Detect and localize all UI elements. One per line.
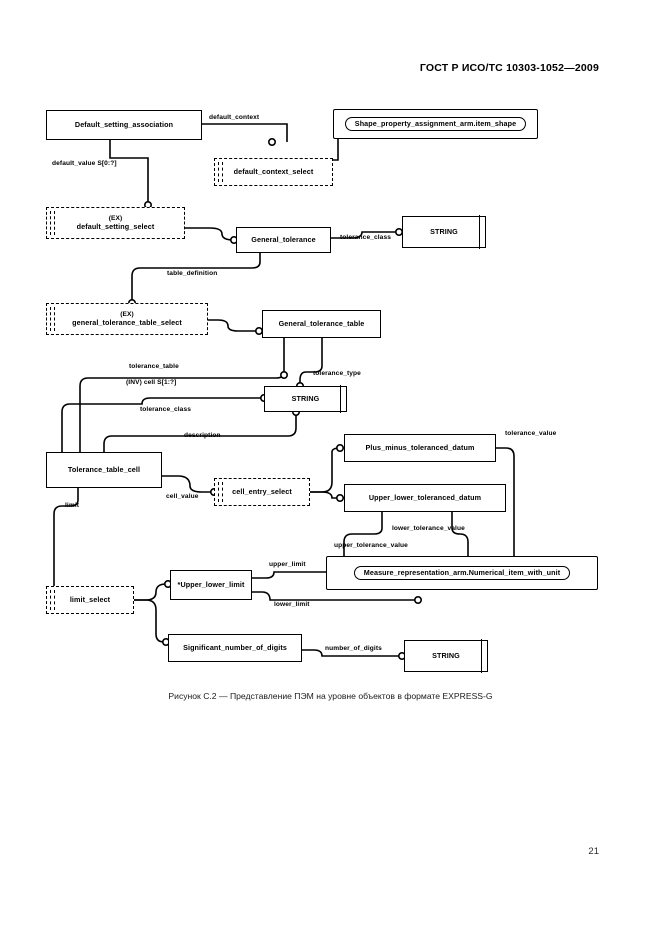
node-measure-representation[interactable]: Measure_representation_arm.Numerical_ite… (326, 556, 598, 590)
figure-caption: Рисунок С.2 — Представление ПЭМ на уровн… (168, 691, 493, 701)
node-string-tolerance-type[interactable]: STRING (264, 385, 347, 413)
edge-label-default-value: default_value S[0:?] (52, 160, 117, 167)
node-upper-lower-limit[interactable]: *Upper_lower_limit (170, 570, 252, 600)
edge-label-lower-limit: lower_limit (274, 601, 310, 608)
node-shape-property-assignment[interactable]: Shape_property_assignment_arm.item_shape (333, 109, 538, 139)
edge-label-tolerance-table: tolerance_table (129, 363, 179, 370)
edge-label-default-context: default_context (209, 114, 260, 121)
node-upper-lower-toleranced-datum[interactable]: Upper_lower_toleranced_datum (344, 484, 506, 512)
edge-label-inv-cell: (INV) cell S[1:?] (126, 379, 177, 386)
edge-label-tolerance-type: tolerance_type (313, 370, 361, 377)
node-general-tolerance-table-select[interactable]: (EX) general_tolerance_table_select (46, 303, 208, 335)
node-tolerance-table-cell[interactable]: Tolerance_table_cell (46, 452, 162, 488)
node-default-setting-select[interactable]: (EX) default_setting_select (46, 207, 185, 239)
node-string-tolerance-class[interactable]: STRING (402, 215, 486, 249)
express-g-diagram: Default_setting_association Shape_proper… (46, 109, 598, 673)
node-general-tolerance-table-select-label: general_tolerance_table_select (72, 317, 182, 327)
edge-label-number-of-digits: number_of_digits (325, 645, 382, 652)
node-general-tolerance-table-select-prefix: (EX) (120, 311, 134, 319)
edge-label-upper-limit: upper_limit (269, 561, 306, 568)
node-significant-number-of-digits[interactable]: Significant_number_of_digits (168, 634, 302, 662)
edge-label-description: description (184, 432, 221, 439)
node-shape-property-assignment-label: Shape_property_assignment_arm.item_shape (344, 116, 527, 132)
node-cell-entry-select[interactable]: cell_entry_select (214, 478, 310, 506)
node-general-tolerance[interactable]: General_tolerance (236, 227, 331, 253)
node-default-context-select[interactable]: default_context_select (214, 158, 333, 186)
diagram-connectors (53, 120, 518, 660)
node-default-setting-select-prefix: (EX) (108, 215, 123, 223)
node-limit-select[interactable]: limit_select (46, 586, 134, 614)
node-measure-representation-label: Measure_representation_arm.Numerical_ite… (353, 565, 571, 581)
edge-label-upper-tolerance-value: upper_tolerance_value (334, 542, 408, 549)
document-header: ГОСТ Р ИСО/ТС 10303-1052—2009 (419, 62, 599, 74)
edge-label-tolerance-class-1: tolerance_class (340, 234, 391, 241)
edge-label-table-definition: table_definition (167, 270, 218, 277)
node-plus-minus-toleranced-datum[interactable]: Plus_minus_toleranced_datum (344, 434, 496, 462)
node-general-tolerance-table[interactable]: General_tolerance_table (262, 310, 381, 338)
edge-label-tolerance-class-2: tolerance_class (140, 406, 191, 413)
edge-label-lower-tolerance-value: lower_tolerance_value (392, 525, 465, 532)
node-default-setting-association[interactable]: Default_setting_association (46, 110, 202, 140)
page-number: 21 (588, 846, 599, 857)
edge-label-tolerance-value: tolerance_value (505, 430, 557, 437)
edge-label-limit: limit (65, 502, 80, 509)
edge-label-cell-value: cell_value (166, 493, 199, 500)
node-string-number-of-digits[interactable]: STRING (404, 639, 488, 673)
node-default-setting-select-label: default_setting_select (76, 221, 155, 231)
